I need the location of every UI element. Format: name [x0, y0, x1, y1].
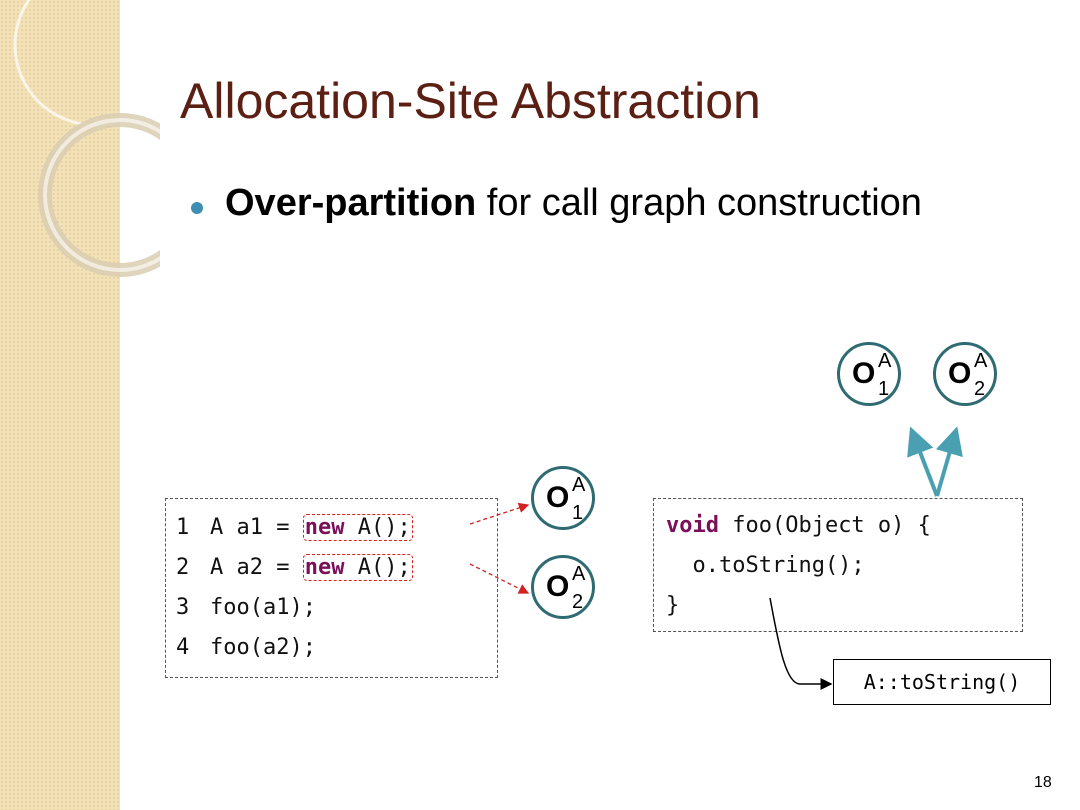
points-to-o2-node: O A 2 — [933, 342, 997, 406]
object-index: 1 — [572, 502, 584, 524]
object-type: A — [572, 563, 586, 585]
points-to-arrow-1 — [907, 426, 939, 497]
points-to-o1-node: O A 1 — [837, 342, 901, 406]
code-text: foo(a2); — [210, 635, 316, 660]
object-o2-node: O A 2 — [531, 555, 595, 619]
code-line-4: 4 foo(a2); — [176, 635, 316, 661]
bullet-text: Over-partition for call graph constructi… — [225, 182, 922, 225]
alloc-site-1: new A(); — [302, 514, 413, 541]
line-number: 1 — [176, 515, 190, 540]
alloc-site-2: new A(); — [302, 554, 413, 581]
alloc-arrow-2 — [469, 563, 530, 594]
code-text: A(); — [344, 515, 411, 540]
keyword-void: void — [666, 513, 719, 538]
line-number: 4 — [176, 635, 190, 660]
bullet-icon — [191, 202, 203, 214]
points-to-arrow-2 — [935, 426, 963, 497]
keyword-new: new — [304, 555, 345, 580]
object-index: 1 — [878, 378, 890, 400]
slide-title: Allocation-Site Abstraction — [180, 73, 761, 129]
code-line-close: } — [666, 593, 679, 619]
code-text: A(); — [344, 555, 411, 580]
code-line-foo-decl: void foo(Object o) { — [666, 513, 931, 539]
bullet-rest: for call graph construction — [476, 182, 922, 224]
line-number: 2 — [176, 555, 190, 580]
object-base: O — [546, 570, 570, 603]
object-base: O — [948, 357, 972, 390]
object-type: A — [878, 350, 892, 372]
bullet-bold: Over-partition — [225, 182, 477, 224]
object-base: O — [852, 357, 876, 390]
code-line-1: 1 A a1 = new A(); — [176, 514, 413, 541]
object-o1-node: O A 1 — [531, 466, 595, 530]
code-text: foo(Object o) { — [718, 513, 931, 538]
code-line-2: 2 A a2 = new A(); — [176, 554, 413, 581]
call-edge-arrow — [769, 597, 833, 690]
code-line-3: 3 foo(a1); — [176, 595, 316, 621]
decorative-rings — [13, 0, 160, 277]
code-text: A a2 = — [210, 555, 303, 580]
object-type: A — [974, 350, 988, 372]
object-base: O — [546, 481, 570, 514]
sidebar-decoration — [0, 0, 120, 810]
code-text: foo(a1); — [210, 595, 316, 620]
caller-code-box: 1 A a1 = new A(); 2 A a2 = new A(); 3 foo(a… — [165, 498, 498, 678]
code-text: o.toString(); — [666, 553, 865, 578]
page-number: 18 — [1034, 774, 1052, 791]
object-index: 2 — [572, 591, 584, 613]
code-text: } — [666, 593, 680, 618]
object-type: A — [572, 474, 586, 496]
alloc-arrow-1 — [469, 502, 530, 525]
code-line-call: o.toString(); — [666, 553, 865, 579]
code-text: A a1 = — [210, 515, 303, 540]
object-index: 2 — [974, 378, 986, 400]
method-target-box: A::toString() — [833, 659, 1051, 705]
callee-code-box: void foo(Object o) { o.toString(); } — [653, 498, 1023, 632]
line-number: 3 — [176, 595, 190, 620]
keyword-new: new — [304, 515, 345, 540]
